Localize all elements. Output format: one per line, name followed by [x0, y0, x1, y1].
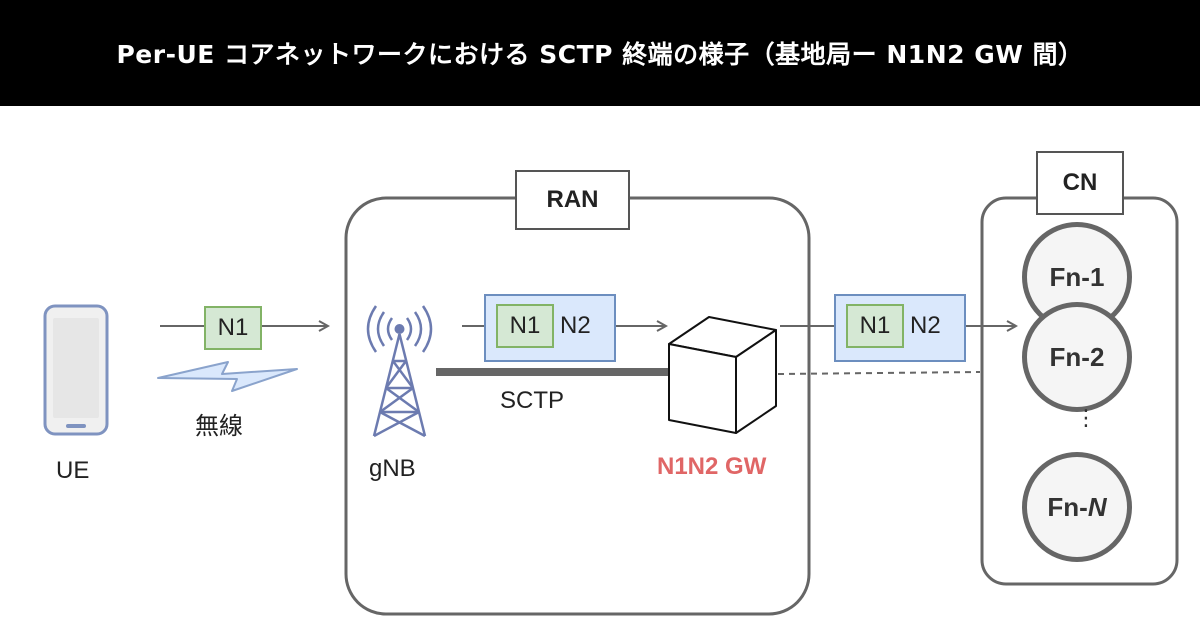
lightning-icon — [157, 361, 298, 392]
message-n2-gnb: N2 — [560, 312, 591, 339]
ellipsis: ⋮ — [1075, 405, 1097, 430]
message-n2-gateway: N2 — [910, 312, 941, 339]
antenna-tower-icon — [366, 305, 433, 438]
message-n1-gnb: N1 — [496, 304, 554, 348]
message-n1-ue: N1 — [204, 306, 262, 350]
cn-function-n-index: N — [1087, 491, 1107, 522]
message-n1-gateway: N1 — [846, 304, 904, 348]
wireless-label: 無線 — [195, 412, 243, 440]
cn-label: CN — [1036, 151, 1124, 215]
dashed-connection — [777, 371, 981, 375]
ran-label: RAN — [515, 170, 630, 230]
gateway-cube-icon — [668, 316, 777, 434]
diagram-graphics — [43, 196, 1179, 616]
diagram: UE 無線 gNB SCTP N1N2 GW RAN CN N1 N1 N2 N… — [0, 106, 1200, 638]
gnb-label: gNB — [369, 455, 416, 482]
cn-function-2: Fn-2 — [1022, 302, 1132, 412]
gateway-label: N1N2 GW — [657, 453, 767, 480]
smartphone-icon — [43, 304, 109, 436]
page-title: Per-UE コアネットワークにおける SCTP 終端の様子（基地局ー N1N2… — [0, 0, 1200, 106]
sctp-label: SCTP — [500, 387, 565, 414]
cn-function-n-prefix: Fn- — [1047, 491, 1088, 522]
cn-function-n: Fn-N — [1022, 452, 1132, 562]
ue-label: UE — [56, 457, 90, 484]
